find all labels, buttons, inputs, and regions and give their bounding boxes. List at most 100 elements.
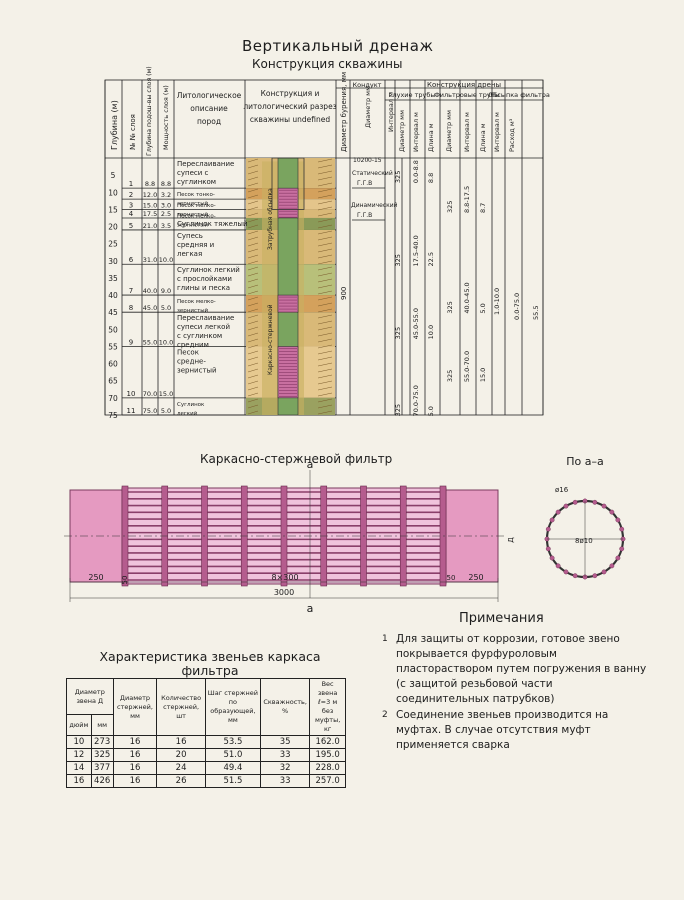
- hatch-mark: [247, 350, 259, 355]
- hatch-mark: [247, 158, 259, 163]
- header-layer-no: № № слоя: [129, 114, 137, 150]
- hatch-mark: [247, 206, 259, 211]
- rod-dot: [601, 569, 607, 575]
- blind-interval: 45.0-55.0: [412, 308, 420, 339]
- layer-desc: Переслаивание: [177, 160, 234, 168]
- rod-dot: [563, 569, 569, 575]
- char-table-cell: 20: [156, 748, 206, 762]
- layer-desc: легкая: [177, 250, 202, 258]
- section-label: Каркасно-стержневой: [267, 304, 274, 375]
- header-base-depth: Глубина подош-вы слоя (м): [145, 66, 153, 156]
- blind-interval: 70.0-75.0: [412, 385, 420, 416]
- layer-desc: Песок мелко-: [177, 299, 216, 305]
- rod-dot: [601, 503, 607, 509]
- hatch-mark: [317, 188, 333, 193]
- page-title: Вертикальный дренаж: [242, 37, 434, 55]
- layer-desc: с прослойками: [177, 275, 232, 283]
- hatch-mark: [317, 296, 333, 301]
- layer-desc: зернистый: [177, 366, 217, 374]
- layer-desc: зернистый: [177, 221, 209, 228]
- layer-desc: Песок тонко-: [177, 192, 215, 198]
- hatch-mark: [247, 398, 259, 403]
- rod-dot: [555, 563, 561, 569]
- hatch-mark: [317, 404, 333, 409]
- layer-thickness: 5.0: [161, 407, 171, 415]
- char-table-cell: 377: [90, 761, 114, 775]
- section-label: Затрубная обсыпка: [267, 188, 274, 250]
- char-table: Диаметр звена Д Диаметр стержней, мм Кол…: [66, 677, 346, 788]
- hatch-mark: [317, 362, 333, 367]
- char-table-cell: 32: [260, 761, 311, 775]
- section-mark: а: [307, 458, 314, 471]
- hatch-mark: [317, 302, 333, 307]
- layer-no: 11: [127, 407, 136, 415]
- char-table-cell: 16: [66, 774, 92, 788]
- hatch-mark: [247, 218, 259, 223]
- depth-tick: 65: [108, 377, 118, 386]
- layer-thickness: 5.0: [161, 304, 171, 312]
- header-depth: Глубина (м): [110, 100, 119, 150]
- header-thickness: Мощность слоя (м): [162, 85, 170, 150]
- filter-interval: 55.0-70.0: [463, 351, 471, 382]
- layer-thickness: 10.0: [159, 338, 173, 346]
- rod-dot: [592, 499, 598, 505]
- header-subcol: Расход м³: [508, 118, 516, 152]
- note-number: 2: [382, 710, 388, 720]
- hatch-mark: [317, 194, 333, 199]
- hatch-mark: [317, 278, 333, 283]
- hatch-mark: [247, 332, 259, 337]
- dynamic-ggv: Г.Г.В: [357, 212, 372, 219]
- hatch-mark: [247, 176, 259, 181]
- depth-tick: 25: [108, 240, 118, 249]
- depth-tick: 5: [111, 171, 116, 180]
- layer-no: 3: [129, 201, 133, 209]
- hatch-mark: [247, 272, 259, 277]
- hatch-mark: [247, 164, 259, 169]
- rod-dot: [563, 503, 569, 509]
- layer-desc: Песок: [177, 348, 199, 356]
- blind-diam: 325: [394, 327, 402, 339]
- layer-no: 10: [127, 390, 136, 398]
- blind-interval: 17.5-40.0: [412, 235, 420, 266]
- hatch-mark: [317, 218, 333, 223]
- char-table-title: Характеристика звеньев каркаса фильтра: [99, 649, 321, 678]
- rod-dot: [545, 526, 551, 532]
- section-mark: а: [307, 602, 314, 615]
- hatch-mark: [317, 308, 333, 313]
- rod-dot: [619, 546, 625, 552]
- ring-diam-label: 8ø10: [575, 537, 593, 545]
- hatch-mark: [317, 170, 333, 175]
- char-table-cell: 195.0: [309, 748, 346, 762]
- gravel-volume: 55.5: [532, 306, 540, 320]
- filter-length: 5.0: [479, 303, 487, 313]
- header-drain: Конструкция дрены: [427, 81, 501, 89]
- hatch-mark: [317, 254, 333, 259]
- hatch-mark: [247, 290, 259, 295]
- header-subcol: Длина м: [427, 123, 435, 152]
- hatch-mark: [317, 176, 333, 181]
- header-cond-interval: Интервал м: [387, 92, 395, 132]
- note-number: 1: [382, 634, 388, 644]
- blind-diam: 325: [394, 254, 402, 266]
- notes-title: Примечания: [459, 611, 544, 626]
- filter-length: 8.7: [479, 203, 487, 213]
- layer-desc: средне-: [177, 357, 206, 365]
- char-table-cell: 273: [90, 735, 114, 749]
- rod-dot: [545, 546, 551, 552]
- layer-base: 8.8: [145, 180, 155, 188]
- char-header-mm: мм: [90, 714, 114, 736]
- hatch-mark: [247, 254, 259, 259]
- layer-desc: средним: [177, 341, 209, 349]
- layer-base: 75.0: [143, 407, 157, 415]
- layer-thickness: 3.0: [161, 201, 171, 209]
- hatch-mark: [247, 392, 259, 397]
- layer-no: 9: [129, 338, 133, 346]
- layer-base: 12.0: [143, 191, 157, 199]
- hatch-mark: [247, 248, 259, 253]
- hatch-mark: [317, 350, 333, 355]
- hatch-mark: [317, 356, 333, 361]
- layer-desc: зернистый: [177, 211, 209, 218]
- hatch-mark: [317, 398, 333, 403]
